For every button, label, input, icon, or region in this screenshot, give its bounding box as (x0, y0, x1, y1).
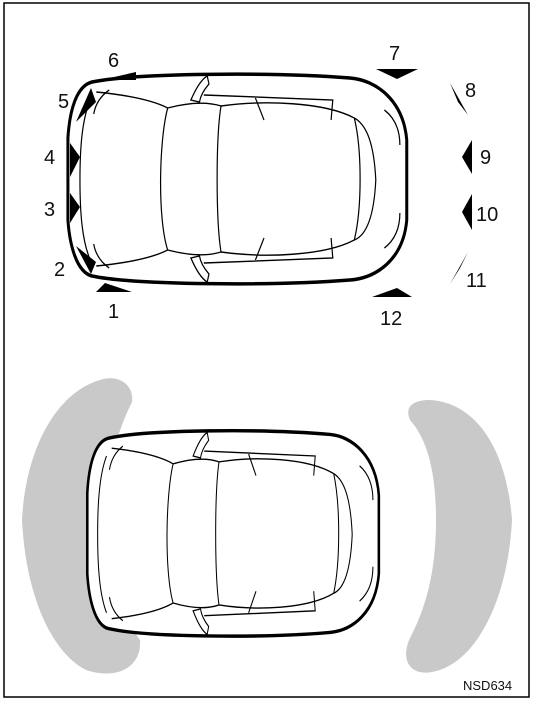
sensor-marker-5 (76, 88, 96, 122)
sensor-marker-4 (70, 143, 80, 177)
sensor-label-9: 9 (480, 147, 491, 169)
sensor-marker-9 (462, 140, 472, 174)
sensor-label-11: 11 (466, 270, 487, 292)
car-outline-bottom (85, 429, 381, 638)
car-outline (66, 72, 409, 286)
sensor-marker-6 (101, 72, 136, 80)
figure-frame (3, 2, 530, 698)
sensor-marker-1 (96, 283, 132, 292)
sensor-marker-8 (450, 83, 468, 115)
sensor-marker-7 (376, 69, 418, 79)
sensor-label-5: 5 (58, 91, 69, 113)
sensor-label-10: 10 (476, 204, 498, 226)
car-top-view-sensors (66, 72, 409, 286)
car-top-view-zones (85, 429, 381, 638)
figure-id: NSD634 (463, 678, 512, 693)
sensor-marker-11 (450, 252, 468, 284)
sensor-label-3: 3 (44, 199, 55, 221)
sensor-label-7: 7 (389, 43, 400, 65)
sensor-label-4: 4 (44, 147, 55, 169)
sensor-label-6: 6 (108, 50, 119, 72)
sensor-marker-3 (70, 193, 80, 223)
sensor-marker-12 (372, 288, 412, 297)
sensor-label-2: 2 (54, 259, 65, 281)
sensor-marker-2 (76, 246, 96, 274)
sensor-label-8: 8 (465, 80, 476, 102)
sensor-label-1: 1 (108, 301, 119, 323)
sensor-label-12: 12 (380, 308, 402, 330)
detection-zone-rear (406, 400, 512, 673)
sensor-marker-10 (462, 194, 472, 230)
